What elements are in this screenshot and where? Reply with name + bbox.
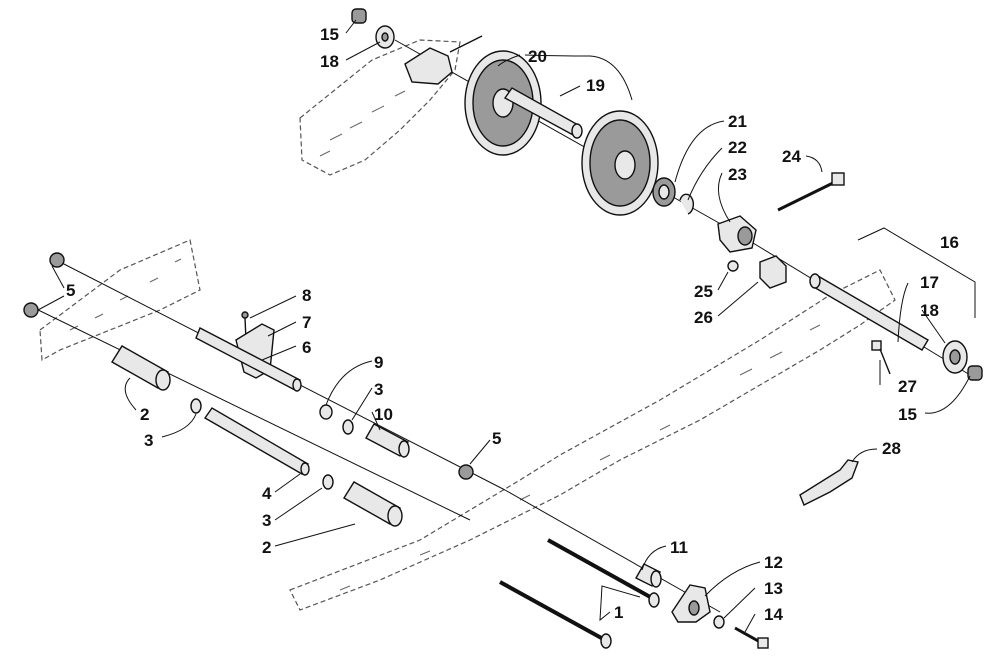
- main-rail-section: [289, 269, 896, 611]
- idler-wheel-left: [464, 50, 542, 156]
- long-bolts-1: [499, 538, 660, 649]
- callout-14: 14: [764, 605, 783, 624]
- retaining-ring-22: [679, 193, 695, 215]
- idler-wheel-right: [581, 110, 659, 216]
- axle-shaft-17: [809, 273, 929, 351]
- axle-shaft-19: [503, 87, 583, 139]
- callout-3b: 3: [144, 431, 153, 450]
- callout-3: 3: [374, 380, 383, 399]
- callout-11: 11: [670, 538, 688, 557]
- spacer-2a: [111, 345, 171, 391]
- ring-3c: [322, 474, 334, 490]
- callout-10: 10: [374, 405, 393, 424]
- callout-24: 24: [782, 147, 801, 166]
- callout-12: 12: [764, 553, 783, 572]
- callout-5b: 5: [492, 429, 501, 448]
- callout-21: 21: [728, 112, 747, 131]
- callout-5: 5: [66, 281, 75, 300]
- callout-1: 1: [614, 603, 623, 622]
- wheel-bracket-left: [404, 35, 483, 85]
- nut-5-center: [458, 464, 474, 480]
- callout-2: 2: [140, 405, 149, 424]
- callout-15: 15: [320, 25, 339, 44]
- washer-upper: [375, 25, 395, 49]
- tube-4: [203, 407, 310, 476]
- ring-3a: [342, 419, 354, 435]
- callout-3c: 3: [262, 511, 271, 530]
- spacer-10: [365, 423, 410, 458]
- callout-8: 8: [302, 286, 311, 305]
- callout-19: 19: [586, 76, 605, 95]
- callout-20: 20: [528, 47, 547, 66]
- nuts-5-left: [23, 252, 65, 318]
- callout-18b: 18: [920, 301, 939, 320]
- leader-lines: [37, 19, 976, 633]
- spacer-2b: [343, 481, 403, 527]
- callout-7: 7: [302, 313, 311, 332]
- bracket-12: [671, 584, 711, 623]
- wheel-bracket-right-23: [717, 215, 757, 253]
- bracket-28: [799, 459, 859, 506]
- cap-plug-right: [967, 365, 983, 381]
- left-rail-section: [39, 239, 201, 361]
- callout-9: 9: [374, 353, 383, 372]
- callout-4: 4: [262, 484, 272, 503]
- callout-6: 6: [302, 338, 311, 357]
- shaft-6: [195, 327, 302, 392]
- bolt-24: [777, 172, 845, 212]
- callout-labels: 15 18 20 19 21 22 23 24 16 17 18 25 26 2…: [66, 25, 959, 624]
- washer-right: [942, 340, 968, 374]
- washer-13: [713, 615, 725, 629]
- callout-23: 23: [728, 165, 747, 184]
- washer-9: [319, 404, 333, 420]
- callout-18: 18: [320, 52, 339, 71]
- block-26: [759, 255, 787, 289]
- callout-17: 17: [920, 273, 939, 292]
- callout-2b: 2: [262, 538, 271, 557]
- callout-28: 28: [882, 439, 901, 458]
- upper-rail-section: [299, 39, 461, 176]
- callout-16: 16: [940, 233, 959, 252]
- ring-3b: [190, 398, 202, 414]
- bearing-21: [652, 177, 676, 207]
- cap-plug-upper: [351, 8, 367, 24]
- callout-25: 25: [694, 282, 713, 301]
- bolt-27: [871, 340, 891, 375]
- callout-26: 26: [694, 308, 713, 327]
- callout-15b: 15: [898, 405, 917, 424]
- callout-22: 22: [728, 138, 747, 157]
- nut-25: [727, 260, 739, 272]
- callout-27: 27: [898, 377, 917, 396]
- bolt-14: [734, 626, 769, 649]
- bushing-11: [635, 563, 662, 588]
- callout-13: 13: [764, 579, 783, 598]
